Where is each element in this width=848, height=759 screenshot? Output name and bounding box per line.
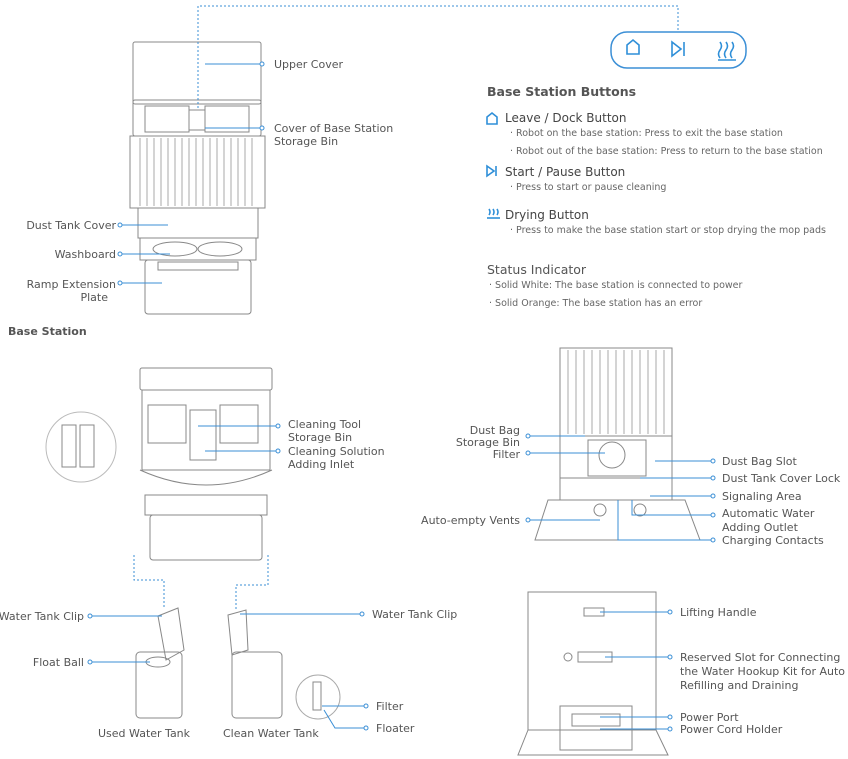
start-pause-line1: · Press to start or pause cleaning [510,182,667,193]
leave-dock-line2: · Robot out of the base station: Press t… [510,146,823,157]
mid-right-station [534,347,701,541]
label-cleaning-tool-line2: Storage Bin [288,431,353,444]
start-pause-heading: Start / Pause Button [505,165,626,179]
label-cover-storage-line1: Cover of Base Station [274,122,394,135]
drying-heading: Drying Button [505,208,589,222]
label-solution-line2: Adding Inlet [288,458,355,471]
label-solution-line1: Cleaning Solution [288,445,385,458]
label-dust-bag-storage-line1: Dust Bag [469,424,520,437]
label-reserved-line1: Reserved Slot for Connecting [680,651,841,664]
caption-clean-water-tank: Clean Water Tank [223,727,319,740]
label-dust-tank-lock: Dust Tank Cover Lock [722,472,841,485]
top-base-station [129,41,266,315]
label-cleaning-tool-line1: Cleaning Tool [288,418,362,431]
label-floater: Floater [376,722,415,735]
caption-base-station: Base Station [8,325,87,338]
status-indicator-title: Status Indicator [487,262,587,277]
label-float-ball: Float Ball [32,656,84,669]
label-auto-water-line1: Automatic Water [722,507,815,520]
button-pill [610,31,747,69]
label-reserved-line2: the Water Hookup Kit for Auto [680,665,846,678]
label-signaling-area: Signaling Area [722,490,802,503]
leader-lines [90,63,713,730]
status-line2: · Solid Orange: The base station has an … [489,298,703,309]
label-water-tank-clip-right: Water Tank Clip [372,608,458,621]
house-icon [486,111,498,125]
dotted-connectors [133,5,679,610]
mid-left-station [45,367,273,561]
label-water-tank-clip-left: Water Tank Clip [0,610,84,623]
play-pause-icon [671,40,685,58]
label-auto-empty: Auto-empty Vents [421,514,520,527]
label-ramp-line2: Plate [80,291,108,304]
label-lifting-handle: Lifting Handle [680,606,757,619]
caption-used-water-tank: Used Water Tank [98,727,191,740]
label-dust-tank-cover: Dust Tank Cover [26,219,116,232]
used-water-tank-illustration [135,607,185,719]
label-ramp-line1: Ramp Extension [26,278,116,291]
buttons-panel-title: Base Station Buttons [487,84,637,99]
label-dust-bag-slot: Dust Bag Slot [722,455,797,468]
rear-station [517,591,669,756]
label-power-cord-holder: Power Cord Holder [680,723,783,736]
label-reserved-line3: Refilling and Draining [680,679,799,692]
drying-line1: · Press to make the base station start o… [510,225,826,236]
label-charging-contacts: Charging Contacts [722,534,824,547]
label-filter-mid: Filter [492,448,520,461]
label-filter-bottom: Filter [376,700,404,713]
status-line1: · Solid White: The base station is conne… [489,280,743,291]
label-auto-water-line2: Adding Outlet [722,521,798,534]
label-dust-bag-storage-line2: Storage Bin [455,436,520,449]
play-pause-icon [486,164,497,178]
label-washboard: Washboard [54,248,116,261]
leave-dock-line1: · Robot on the base station: Press to ex… [510,128,783,139]
label-power-port: Power Port [680,711,739,724]
house-icon [626,38,640,55]
clean-water-tank-illustration [227,609,341,720]
label-cover-storage-line2: Storage Bin [274,135,339,148]
drying-icon [487,208,500,219]
label-upper-cover: Upper Cover [274,58,344,71]
leave-dock-heading: Leave / Dock Button [505,111,627,125]
drying-icon [717,41,736,61]
